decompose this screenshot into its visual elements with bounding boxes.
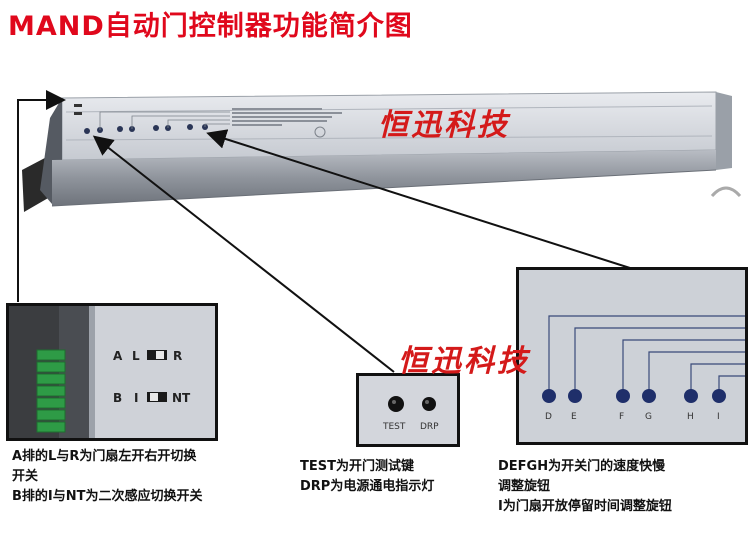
- arrow-to-ab-switches: [17, 90, 66, 302]
- arrow-to-test-buttons: [92, 135, 395, 373]
- caption-line: B排的I与NT为二次感应切换开关: [12, 489, 203, 504]
- switch-panel-drawing: [9, 306, 215, 438]
- row-b-nt-label: NT: [172, 391, 191, 405]
- knob-panel-drawing: [542, 315, 745, 403]
- watermark-text: 恒迅科技: [378, 108, 510, 143]
- row-b-label: B: [113, 391, 123, 405]
- caption-line: I为门扇开放停留时间调整旋钮: [498, 499, 672, 514]
- row-a-l-label: L: [132, 349, 140, 363]
- test-caption: TEST为开门测试键 DRP为电源通电指示灯: [300, 457, 434, 497]
- page-title: MAND自动门控制器功能简介图: [8, 11, 413, 42]
- caption-line: DEFGH为开关门的速度快慢: [498, 459, 666, 474]
- caption-line: DRP为电源通电指示灯: [300, 479, 435, 494]
- test-panel-closeup: TEST DRP: [356, 373, 460, 447]
- row-b-i-label: I: [134, 391, 139, 405]
- watermark-text: 恒迅科技: [398, 344, 530, 379]
- knob-g-label: G: [645, 412, 652, 422]
- switch-caption: A排的L与R为门扇左开右开切换 开关 B排的I与NT为二次感应切换开关: [12, 447, 203, 507]
- knob-f-label: F: [619, 412, 625, 422]
- caption-line: A排的L与R为门扇左开右开切换: [12, 449, 197, 464]
- caption-line: TEST为开门测试键: [300, 459, 414, 474]
- caption-line: 开关: [12, 469, 39, 484]
- knob-panel-closeup: D E F G H I: [516, 267, 748, 445]
- knob-i-label: I: [717, 412, 720, 422]
- knob-e-label: E: [571, 412, 577, 422]
- row-a-label: A: [113, 349, 123, 363]
- test-panel-drawing: [388, 396, 436, 412]
- row-a-r-label: R: [173, 349, 183, 363]
- test-button-label: TEST: [383, 422, 406, 432]
- arrow-to-speed-knobs: [206, 129, 631, 269]
- caption-line: 调整旋钮: [498, 479, 551, 494]
- knob-caption: DEFGH为开关门的速度快慢 调整旋钮 I为门扇开放停留时间调整旋钮: [498, 457, 672, 517]
- drp-led-label: DRP: [420, 422, 439, 432]
- knob-d-label: D: [545, 412, 552, 422]
- switch-panel-closeup: A L R B I NT: [6, 303, 218, 441]
- housing-front-face: [52, 150, 716, 206]
- knob-h-label: H: [687, 412, 694, 422]
